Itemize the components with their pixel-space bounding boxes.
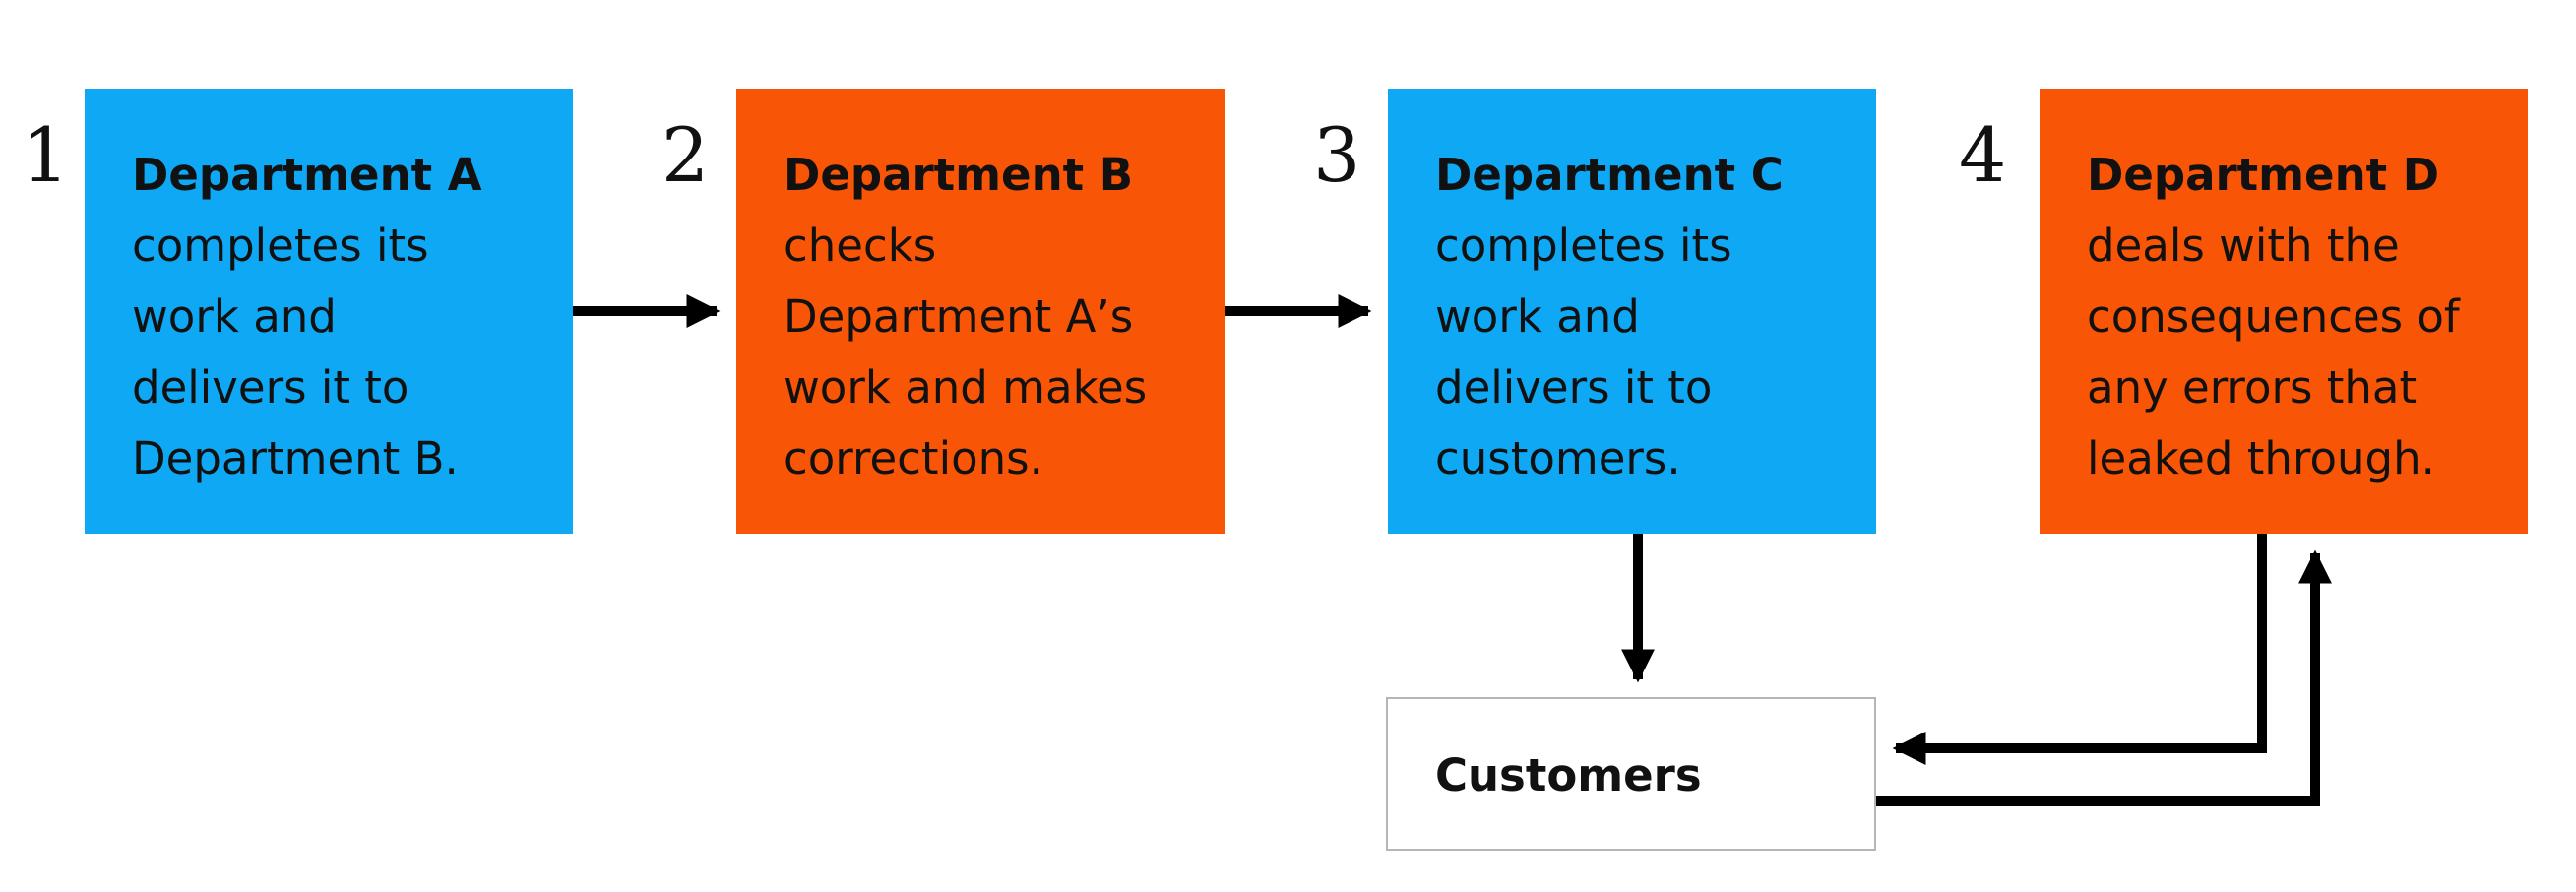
arrow-customers-to-d <box>1876 549 2333 806</box>
department-a-line: Department B. <box>132 432 459 484</box>
department-d-line: consequences of <box>2087 290 2460 343</box>
step-number-4: 4 <box>1959 111 2007 199</box>
arrow-d-to-customers <box>1892 534 2267 766</box>
department-c-line: delivers it to <box>1435 361 1713 414</box>
customers-box: Customers <box>1386 697 1876 851</box>
customers-label: Customers <box>1435 749 1702 801</box>
step-number-3: 3 <box>1313 111 1361 199</box>
department-a-line: work and <box>132 290 337 343</box>
department-b-box: Department B checks Department A’s work … <box>736 89 1225 534</box>
department-c-title: Department C <box>1435 149 1784 201</box>
department-c-box: Department C completes its work and deli… <box>1388 89 1876 534</box>
department-c-line: completes its <box>1435 220 1732 272</box>
department-d-title: Department D <box>2087 149 2440 201</box>
department-a-line: completes its <box>132 220 429 272</box>
department-b-line: Department A’s <box>784 290 1134 343</box>
step-number-1: 1 <box>22 111 70 199</box>
department-b-title: Department B <box>784 149 1134 201</box>
step-number-2: 2 <box>661 111 710 199</box>
department-b-line: checks <box>784 220 937 272</box>
department-d-line: any errors that <box>2087 361 2418 414</box>
department-d-box: Department D deals with the consequences… <box>2040 89 2528 534</box>
department-a-title: Department A <box>132 149 482 201</box>
department-c-line: customers. <box>1435 432 1681 484</box>
department-d-line: deals with the <box>2087 220 2400 272</box>
department-d-line: leaked through. <box>2087 432 2435 484</box>
department-b-line: corrections. <box>784 432 1043 484</box>
department-a-line: delivers it to <box>132 361 409 414</box>
department-b-line: work and makes <box>784 361 1148 414</box>
department-c-line: work and <box>1435 290 1640 343</box>
department-a-box: Department A completes its work and deli… <box>85 89 573 534</box>
